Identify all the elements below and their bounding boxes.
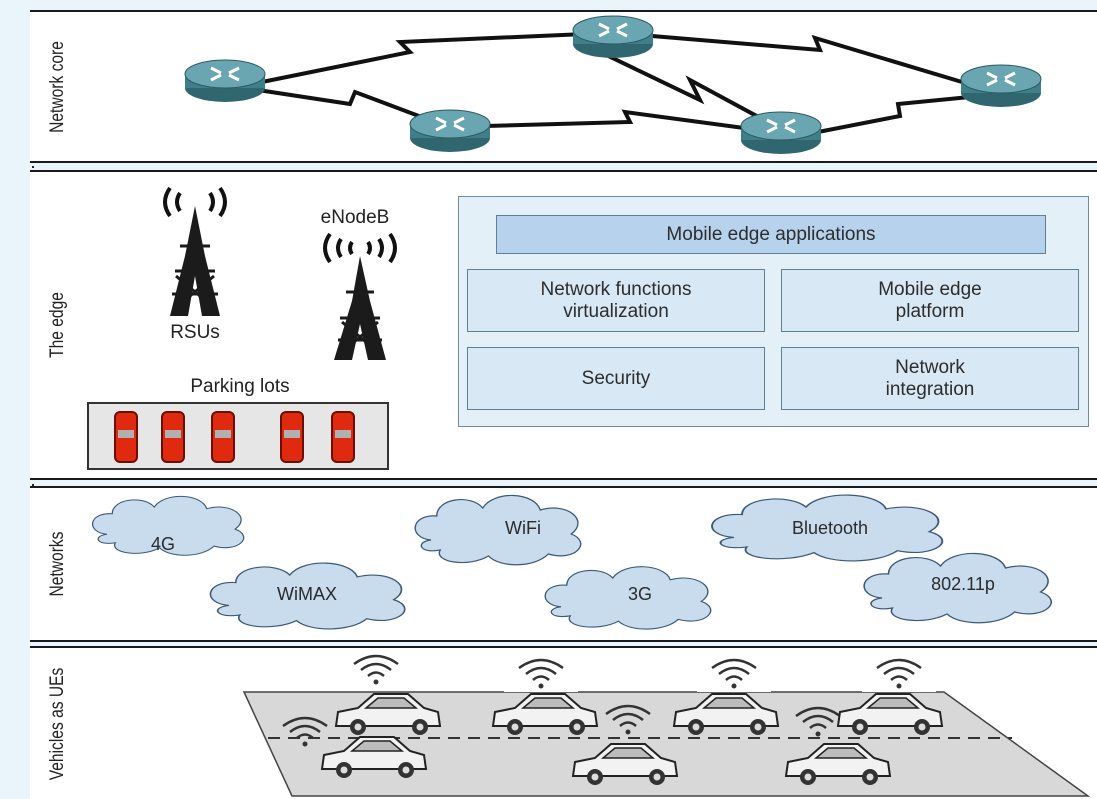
parking-spot-3 [211,411,235,463]
network-integration-box: Network integration [781,347,1079,410]
link-r2-r5 [651,34,963,84]
integration-label-line1: Network [895,356,965,378]
cloud-label-bluetooth: Bluetooth [792,518,868,538]
router-icon-2 [571,14,655,60]
nfv-label-line2: virtualization [563,300,669,322]
link-r1-r2 [261,32,586,84]
cloud-label-4g: 4G [151,534,175,554]
vehicles-road-scene [242,648,1091,797]
network-core-graph [183,14,1043,156]
nfv-label-line1: Network functions [540,278,692,300]
rsu-tower-icon [163,186,227,316]
security-box: Security [467,347,765,410]
security-label: Security [581,367,651,389]
cloud-label-3g: 3G [628,584,652,604]
router-icon-3 [408,108,492,154]
parking-spot-4 [280,411,304,463]
nfv-box: Network functions virtualization [467,269,765,332]
link-r1-r3 [257,88,441,126]
networks-clouds: 4G WiFi Bluetooth WiMAX 3G 802.11p [91,494,1053,630]
mobile-edge-applications-label: Mobile edge applications [666,223,876,245]
parking-spot-5 [331,411,355,463]
router-icon-4 [739,110,823,156]
platform-label-line2: platform [895,300,965,322]
mobile-edge-computing-panel: Mobile edge applications Network functio… [458,196,1089,427]
cloud-wifi [414,494,582,566]
parking-lots-icon [87,402,389,470]
cloud-label-wifi: WiFi [505,518,541,538]
integration-label-line2: integration [885,378,975,400]
enodeb-tower-icon [323,232,397,360]
enodeb-label: eNodeB [320,207,390,228]
router-icon-1 [183,58,267,104]
link-r4-r5 [817,94,981,134]
parking-spot-2 [161,411,185,463]
parking-spot-1 [114,411,138,463]
platform-label-line1: Mobile edge [878,278,982,300]
link-r2-r4 [599,50,765,122]
wifi-icon-1 [338,648,414,688]
link-r3-r4 [485,109,745,130]
wifi-icon-3 [697,652,771,692]
parking-lots-label: Parking lots [190,376,290,397]
wifi-icon-4 [862,652,936,692]
cloud-label-80211p: 802.11p [931,574,995,594]
router-icon-5 [959,63,1043,109]
wifi-icon-2 [504,652,578,692]
layer-label-edge: The edge [47,292,68,358]
mobile-edge-applications-box: Mobile edge applications [496,215,1046,254]
mobile-edge-platform-box: Mobile edge platform [781,269,1079,332]
cloud-label-wimax: WiMAX [277,584,337,604]
rsu-label: RSUs [170,322,220,343]
